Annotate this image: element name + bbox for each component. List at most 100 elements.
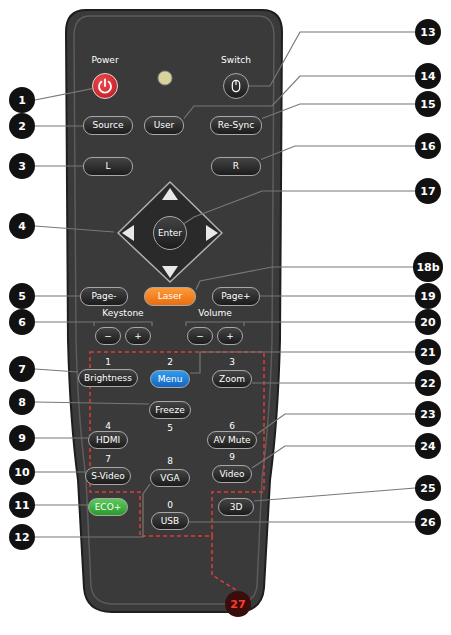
callout-circle: 22 — [415, 370, 441, 396]
leader-line — [35, 504, 88, 505]
callout-circle: 5 — [9, 283, 35, 309]
remote-button: + — [125, 327, 151, 345]
remote-button: VGA — [150, 469, 190, 487]
keystone-bracket — [35, 322, 152, 326]
arrow-left — [122, 225, 134, 241]
callout-number: 18b — [416, 261, 439, 274]
leader-line — [35, 402, 149, 404]
callout-circle: 8 — [9, 389, 35, 415]
remote-button: Page+ — [212, 287, 260, 306]
button-text: HDMI — [96, 435, 120, 445]
remote-button: Laser — [144, 287, 196, 306]
arrow-right — [206, 225, 218, 241]
arrow-up — [162, 188, 178, 200]
callout-number: 21 — [420, 346, 435, 359]
key-number: 7 — [105, 455, 111, 464]
remote-button: Re-Sync — [210, 116, 262, 135]
callout-number: 20 — [420, 316, 435, 329]
callout-circle: 10 — [9, 459, 35, 485]
callout-number: 4 — [18, 220, 26, 233]
remote-button: AV Mute — [207, 431, 257, 449]
remote-button: USB — [151, 512, 189, 530]
remote-button: Brightness — [78, 369, 138, 387]
button-text: Zoom — [219, 374, 245, 384]
remote-button: Zoom — [212, 370, 252, 388]
callout-circle: 3 — [9, 153, 35, 179]
remote-button: R — [211, 157, 261, 176]
remote-face-edge — [74, 16, 274, 604]
callout-number: 6 — [18, 316, 26, 329]
leader-line — [252, 446, 415, 468]
leader-line — [252, 382, 415, 383]
callout-circle: 2 — [9, 113, 35, 139]
button-text: Video — [219, 469, 244, 479]
callout-number: 23 — [420, 408, 435, 421]
leader-line — [35, 295, 80, 296]
button-text: Laser — [158, 291, 182, 301]
callout-circle: 6 — [9, 309, 35, 335]
remote-button: − — [187, 327, 213, 345]
callout-circle: 20 — [415, 309, 441, 335]
callout-circle: 4 — [9, 213, 35, 239]
callout-circle: 16 — [415, 133, 441, 159]
callout-number: 9 — [18, 432, 26, 445]
key-number: 9 — [229, 453, 235, 462]
button-text: L — [105, 161, 110, 171]
callout-circle: 9 — [9, 425, 35, 451]
button-text: Enter — [158, 228, 182, 238]
callout-number: 13 — [420, 26, 435, 39]
remote-button: L — [83, 157, 133, 176]
leader-line — [35, 437, 88, 438]
button-text: Brightness — [84, 373, 132, 383]
callout-circle: 18b — [413, 252, 442, 281]
remote-button: HDMI — [88, 431, 128, 449]
callout-circle: 7 — [9, 356, 35, 382]
callout-number: 17 — [420, 185, 435, 198]
button-label: Switch — [221, 55, 251, 65]
callout-number: 15 — [420, 98, 435, 111]
callout-circle: 13 — [415, 19, 441, 45]
callout-circle: 25 — [415, 475, 441, 501]
arrow-down — [162, 266, 178, 278]
callout-number: 12 — [14, 531, 29, 544]
callout-circle: 19 — [415, 283, 441, 309]
leader-line — [35, 471, 85, 472]
leader-line — [184, 76, 415, 119]
button-label: Power — [91, 55, 118, 65]
key-number: 3 — [229, 358, 235, 367]
callout-number: 26 — [420, 516, 435, 529]
button-text: − — [196, 331, 204, 341]
callout-number: 10 — [14, 466, 29, 479]
direction-pad — [118, 182, 222, 282]
callout-number: 14 — [420, 70, 435, 83]
remote-button: ECO+ — [88, 498, 128, 516]
key-number: 0 — [167, 501, 173, 510]
key-number: 6 — [229, 422, 235, 431]
button-text: Menu — [158, 374, 183, 384]
callout-circle: 1 — [9, 87, 35, 113]
callout-number: 11 — [14, 499, 29, 512]
callout-circle: 14 — [415, 63, 441, 89]
remote-button: Menu — [150, 370, 190, 388]
callout-number: 7 — [18, 363, 26, 376]
leader-line — [249, 32, 415, 86]
key-number: 5 — [167, 424, 173, 433]
remote-button: Switch — [223, 73, 249, 99]
leader-line — [35, 125, 83, 126]
leader-line — [261, 146, 415, 160]
button-text: Page+ — [221, 291, 250, 301]
callout-number: 5 — [18, 290, 26, 303]
callout-circle: 24 — [415, 433, 441, 459]
button-text: S-Video — [91, 471, 125, 481]
leader-line — [189, 521, 415, 522]
callout-number: 3 — [18, 160, 26, 173]
callout-circle: 26 — [415, 509, 441, 535]
button-text: Source — [93, 120, 124, 130]
leader-line — [260, 295, 415, 296]
remote-button: S-Video — [85, 467, 131, 485]
remote-button: + — [217, 327, 243, 345]
group-label: Volume — [198, 309, 231, 318]
button-text: + — [226, 331, 234, 341]
button-text: VGA — [160, 473, 179, 483]
